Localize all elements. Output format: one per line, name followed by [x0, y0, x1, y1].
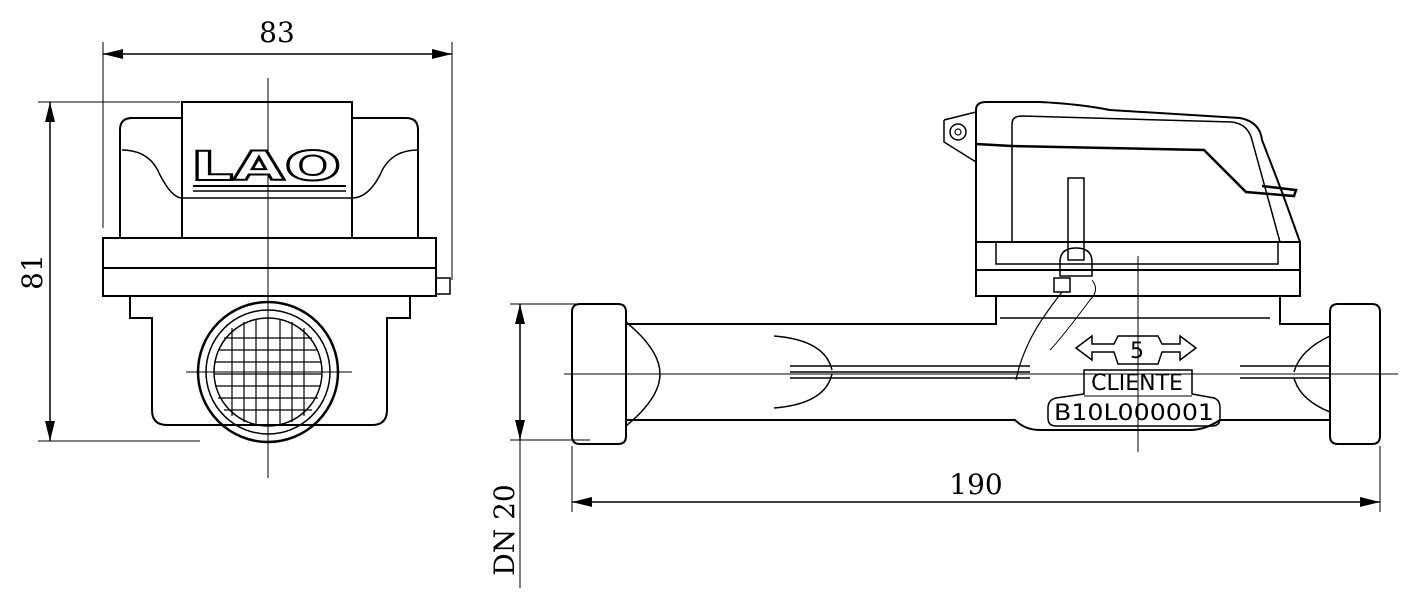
side-view [510, 101, 1398, 588]
length-dimension-label: 190 [949, 468, 1002, 501]
front-view [38, 42, 453, 478]
seal-tag-serial: B10L000001 [1054, 401, 1214, 426]
right-end-nut [1329, 303, 1381, 445]
register-side-housing [975, 101, 1301, 243]
width-dimension-label: 83 [259, 16, 295, 49]
left-end-nut [571, 303, 627, 445]
pipe-body [626, 295, 1331, 431]
height-dimension-label: 81 [16, 254, 49, 290]
brand-logo [193, 185, 346, 192]
meter-body-front [129, 296, 411, 426]
brand-logo-text: LAO [191, 144, 341, 190]
diameter-dimension [510, 303, 590, 588]
register-housing [119, 101, 419, 238]
seal-tag-owner: CLIENTE [1091, 371, 1183, 396]
height-dimension [38, 101, 200, 442]
width-dimension [102, 42, 453, 280]
seal-tag-number: 5 [1130, 339, 1144, 364]
nominal-diameter-label: DN 20 [488, 484, 521, 575]
length-dimension [571, 446, 1381, 512]
